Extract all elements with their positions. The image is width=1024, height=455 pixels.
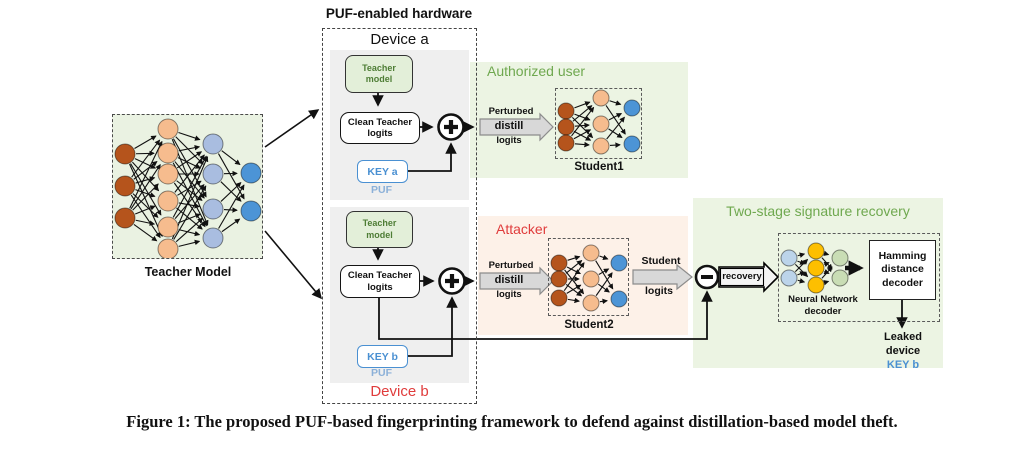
recovery-arrow-label: recovery [722, 271, 762, 282]
puf-label-a: PUF [371, 184, 392, 196]
student2-network [550, 244, 628, 312]
clean-logits-a-line2: logits [367, 128, 393, 139]
decoder-label-line2: decoder [804, 305, 842, 317]
teacher-model-box-a: Teacher model [345, 55, 413, 93]
leaked-line2: device [885, 344, 921, 357]
teacher-model-box-b-line1: Teacher [362, 218, 397, 229]
decoder-label-line1: Neural Network [788, 294, 858, 305]
leaked-device-label: Leaked device KEY b [872, 331, 934, 372]
leaked-key-label: KEY b [886, 358, 920, 371]
two-stage-title: Two-stage signature recovery [726, 203, 910, 219]
figure-caption: Figure 1: The proposed PUF-based fingerp… [126, 412, 898, 431]
clean-logits-a-line1: Clean Teacher [347, 116, 413, 128]
device-b-title: Device b [370, 383, 429, 400]
student-logits-line1: Student [641, 255, 681, 267]
leaked-line1: Leaked [884, 331, 922, 343]
student1-label: Student1 [574, 161, 624, 173]
teacher-network [114, 118, 262, 258]
teacher-model-figure [112, 114, 263, 259]
decoder-label: Neural Network decoder [779, 294, 867, 318]
authorized-user-title: Authorized user [487, 63, 586, 79]
student2-label: Student2 [564, 319, 614, 331]
teacher-model-box-b-line2: model [366, 229, 393, 240]
puf-hardware-title: PUF-enabled hardware [325, 6, 473, 21]
perturbed-b-line3: logits [496, 289, 522, 300]
perturbed-a-line1: Perturbed [488, 106, 534, 117]
perturbed-b-line2: distill [494, 274, 524, 286]
teacher-model-box-b: Teacher model [346, 211, 413, 248]
hamming-decoder-box: Hamming distance decoder [869, 240, 936, 300]
clean-logits-b-line2: logits [367, 281, 393, 293]
perturbed-b-line1: Perturbed [488, 260, 534, 271]
key-a-box: KEY a [357, 160, 408, 183]
perturbed-a-line2: distill [494, 120, 524, 132]
hamming-line3: decoder [882, 276, 923, 289]
teacher-model-box-a-line1: Teacher [362, 62, 396, 73]
student1-box [555, 88, 642, 159]
attacker-title: Attacker [496, 221, 548, 237]
puf-label-b: PUF [371, 367, 392, 379]
student1-network [557, 89, 641, 155]
hamming-line1: Hamming [878, 249, 927, 262]
decoder-box [778, 233, 940, 322]
clean-logits-box-a: Clean Teacher logits [340, 112, 420, 144]
student2-box [548, 238, 629, 316]
arrow-teacher-to-device-a [264, 109, 320, 148]
teacher-model-box-a-line2: model [365, 74, 393, 84]
hamming-line2: distance [881, 263, 924, 276]
device-a-title: Device a [370, 31, 429, 48]
student-logits-line2: logits [645, 285, 673, 297]
decoder-network [780, 242, 849, 294]
key-b-box: KEY b [357, 345, 408, 368]
arrow-teacher-to-device-b [264, 230, 322, 300]
teacher-model-label: Teacher Model [144, 265, 232, 279]
clean-logits-box-b: Clean Teacher logits [340, 265, 420, 298]
puf-hardware-box [322, 28, 477, 404]
clean-logits-b-line1: Clean Teacher [347, 270, 413, 282]
perturbed-a-line3: logits [496, 135, 522, 146]
